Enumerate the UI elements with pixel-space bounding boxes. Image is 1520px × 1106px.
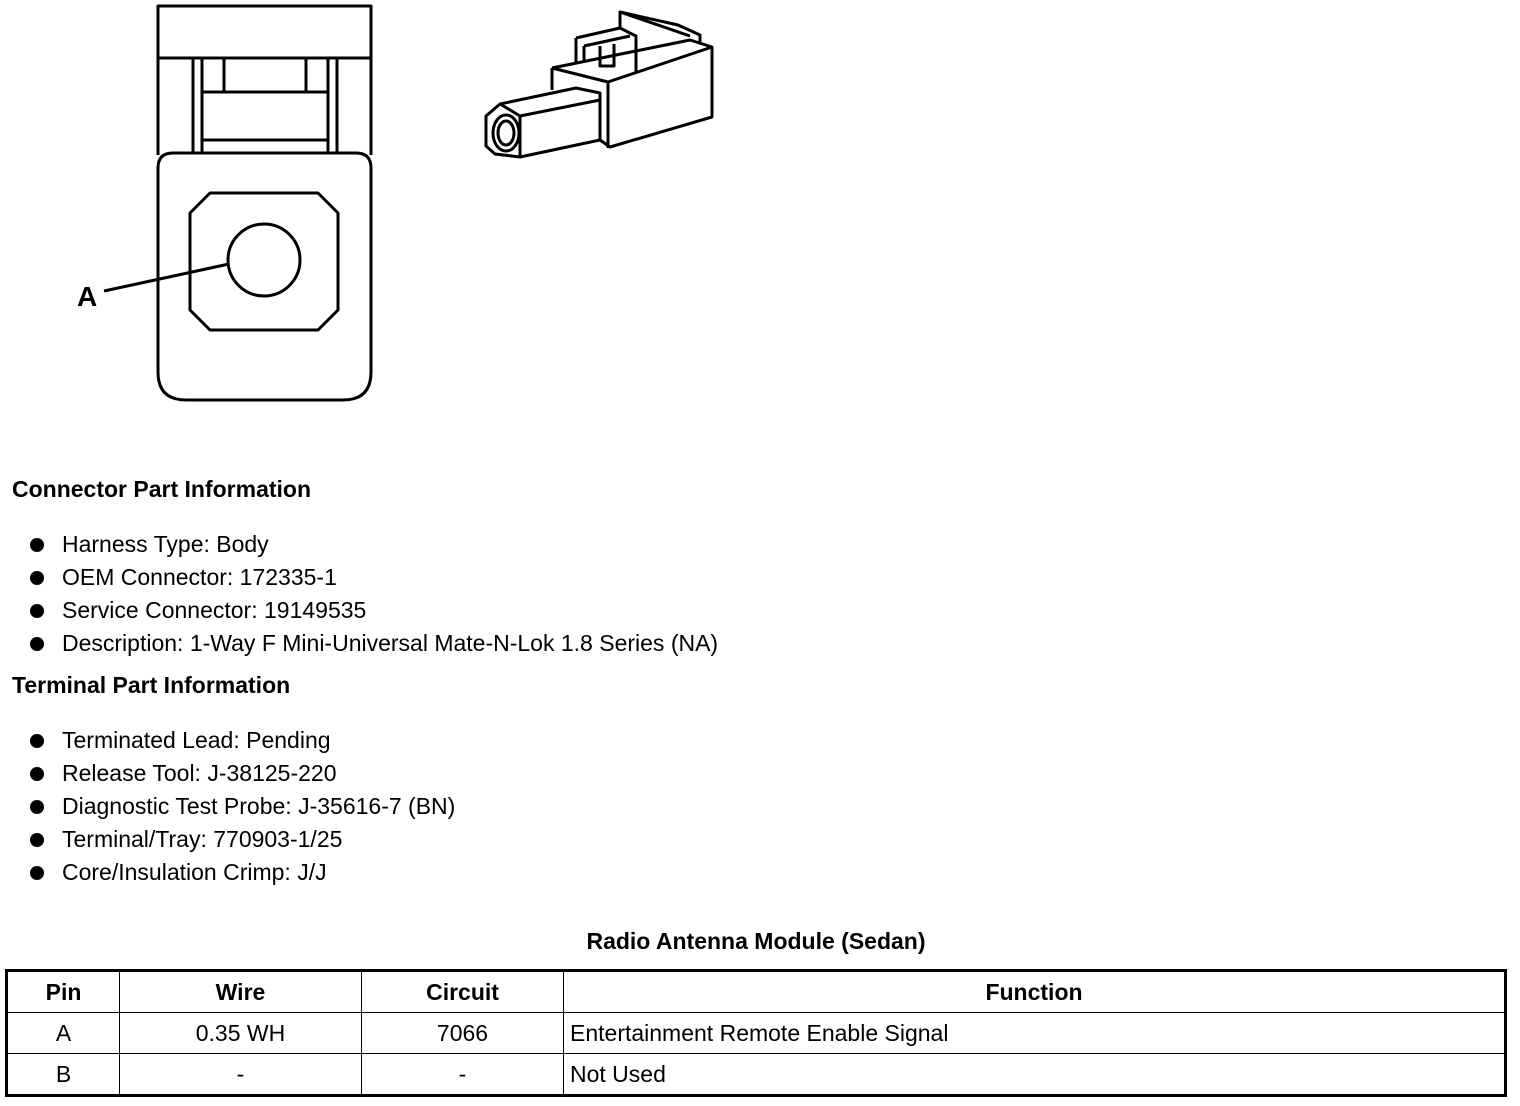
list-item: Diagnostic Test Probe: J-35616-7 (BN) <box>28 790 455 823</box>
table-row: B - - Not Used <box>6 1053 1506 1096</box>
terminal-info-heading: Terminal Part Information <box>12 672 291 698</box>
column-header-wire: Wire <box>119 970 362 1013</box>
list-item: Description: 1-Way F Mini-Universal Mate… <box>28 627 718 660</box>
column-header-function: Function <box>563 970 1506 1013</box>
table-row: A 0.35 WH 7066 Entertainment Remote Enab… <box>6 1012 1506 1054</box>
list-item: Core/Insulation Crimp: J/J <box>28 856 455 889</box>
wire-cell: - <box>119 1053 362 1096</box>
table-header-row: Pin Wire Circuit Function <box>6 970 1506 1013</box>
list-item: Service Connector: 19149535 <box>28 594 718 627</box>
wire-cell: 0.35 WH <box>119 1012 362 1054</box>
list-item: Terminated Lead: Pending <box>28 724 455 757</box>
column-header-circuit: Circuit <box>361 970 564 1013</box>
function-cell: Not Used <box>563 1053 1506 1096</box>
terminal-info-list: Terminated Lead: Pending Release Tool: J… <box>28 724 455 889</box>
circuit-cell: 7066 <box>361 1012 564 1054</box>
circuit-cell: - <box>361 1053 564 1096</box>
callout-label-a: A <box>77 281 97 312</box>
pin-cell: A <box>6 1012 120 1054</box>
table-title: Radio Antenna Module (Sedan) <box>586 928 926 954</box>
connector-info-list: Harness Type: Body OEM Connector: 172335… <box>28 528 718 660</box>
connector-isometric-view <box>484 10 714 159</box>
column-header-pin: Pin <box>6 970 120 1013</box>
pin-cell: B <box>6 1053 120 1096</box>
list-item: Terminal/Tray: 770903-1/25 <box>28 823 455 856</box>
list-item: OEM Connector: 172335-1 <box>28 561 718 594</box>
callout-line <box>103 262 230 293</box>
connector-face-view <box>103 4 373 402</box>
pin-a-cavity <box>226 222 302 298</box>
function-cell: Entertainment Remote Enable Signal <box>563 1012 1506 1054</box>
list-item: Harness Type: Body <box>28 528 718 561</box>
connector-drawing: A <box>77 4 714 402</box>
pin-table: Pin Wire Circuit Function A 0.35 WH 7066… <box>5 969 1507 1097</box>
connector-info-heading: Connector Part Information <box>12 476 312 502</box>
list-item: Release Tool: J-38125-220 <box>28 757 455 790</box>
